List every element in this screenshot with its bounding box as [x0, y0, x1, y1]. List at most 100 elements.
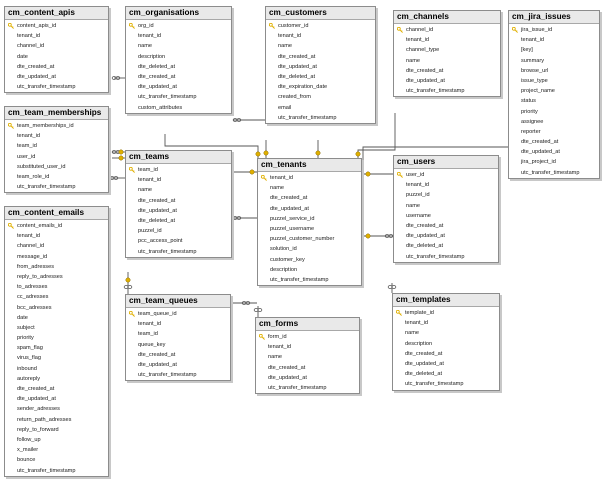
column-row[interactable]: team_role_id	[5, 172, 108, 182]
column-row[interactable]: utc_transfer_timestamp	[126, 247, 231, 257]
column-row[interactable]: dte_updated_at	[394, 76, 500, 86]
column-row[interactable]: bounce	[5, 455, 108, 465]
column-row[interactable]: tenant_id	[5, 31, 108, 41]
column-row[interactable]: dte_updated_at	[393, 359, 499, 369]
column-row[interactable]: puzzel_id	[394, 190, 498, 200]
column-row[interactable]: utc_transfer_timestamp	[5, 82, 108, 92]
column-row[interactable]: description	[258, 265, 361, 275]
column-row-primary-key[interactable]: team_memberships_id	[5, 121, 108, 131]
column-row[interactable]: dte_created_at	[126, 72, 231, 82]
column-row[interactable]: utc_transfer_timestamp	[394, 86, 500, 96]
column-row[interactable]: virus_flag	[5, 353, 108, 363]
column-row[interactable]: date	[5, 52, 108, 62]
column-row[interactable]: date	[5, 313, 108, 323]
column-row[interactable]: dte_created_at	[266, 52, 375, 62]
column-row[interactable]: status	[509, 96, 599, 106]
column-row[interactable]: dte_created_at	[5, 384, 108, 394]
column-row[interactable]: dte_deleted_at	[266, 72, 375, 82]
column-row[interactable]: issue_type	[509, 76, 599, 86]
column-row[interactable]: priority	[509, 107, 599, 117]
column-row[interactable]: tenant_id	[394, 35, 500, 45]
column-row[interactable]: email	[266, 103, 375, 113]
column-row[interactable]: priority	[5, 333, 108, 343]
column-row[interactable]: x_mailer	[5, 445, 108, 455]
column-row[interactable]: subject	[5, 323, 108, 333]
column-row-primary-key[interactable]: form_id	[256, 332, 359, 342]
column-row[interactable]: name	[266, 41, 375, 51]
column-row[interactable]: reply_to_forward	[5, 425, 108, 435]
column-row[interactable]: name	[126, 185, 231, 195]
column-row[interactable]: user_id	[5, 152, 108, 162]
column-row[interactable]: utc_transfer_timestamp	[258, 275, 361, 285]
column-row[interactable]: dte_created_at	[509, 137, 599, 147]
column-row-primary-key[interactable]: content_emails_id	[5, 221, 108, 231]
column-row[interactable]: spam_flag	[5, 343, 108, 353]
column-row[interactable]: dte_created_at	[126, 350, 230, 360]
column-row[interactable]: jira_project_id	[509, 157, 599, 167]
column-row[interactable]: dte_created_at	[394, 221, 498, 231]
column-row[interactable]: dte_deleted_at	[393, 369, 499, 379]
column-row[interactable]: tenant_id	[126, 175, 231, 185]
column-row[interactable]: tenant_id	[266, 31, 375, 41]
column-row[interactable]: dte_created_at	[393, 349, 499, 359]
column-row[interactable]: utc_transfer_timestamp	[126, 92, 231, 102]
column-row[interactable]: utc_transfer_timestamp	[266, 113, 375, 123]
column-row[interactable]: custom_attributes	[126, 103, 231, 113]
column-row[interactable]: utc_transfer_timestamp	[256, 383, 359, 393]
column-row[interactable]: utc_transfer_timestamp	[126, 370, 230, 380]
column-row-primary-key[interactable]: team_queue_id	[126, 309, 230, 319]
column-row[interactable]: bcc_adresses	[5, 303, 108, 313]
column-row[interactable]: tenant_id	[393, 318, 499, 328]
column-row[interactable]: tenant_id	[126, 319, 230, 329]
column-row[interactable]: tenant_id	[394, 180, 498, 190]
column-row[interactable]: channel_type	[394, 45, 500, 55]
column-row[interactable]: description	[393, 339, 499, 349]
column-row[interactable]: cc_adresses	[5, 292, 108, 302]
column-row[interactable]: autoreply	[5, 374, 108, 384]
column-row[interactable]: dte_updated_at	[509, 147, 599, 157]
column-row[interactable]: summary	[509, 56, 599, 66]
column-row[interactable]: pcc_access_point	[126, 236, 231, 246]
column-row-primary-key[interactable]: org_id	[126, 21, 231, 31]
column-row[interactable]: tenant_id	[5, 231, 108, 241]
column-row[interactable]: dte_created_at	[258, 193, 361, 203]
column-row[interactable]: dte_updated_at	[126, 206, 231, 216]
column-row[interactable]: channel_id	[5, 241, 108, 251]
column-row[interactable]: inbound	[5, 364, 108, 374]
column-row-primary-key[interactable]: customer_id	[266, 21, 375, 31]
column-row-primary-key[interactable]: content_apis_id	[5, 21, 108, 31]
column-row[interactable]: assignee	[509, 117, 599, 127]
column-row[interactable]: name	[394, 201, 498, 211]
column-row[interactable]: name	[126, 41, 231, 51]
column-row[interactable]: dte_deleted_at	[394, 241, 498, 251]
column-row[interactable]: customer_key	[258, 255, 361, 265]
column-row[interactable]: created_from	[266, 92, 375, 102]
column-row[interactable]: browse_url	[509, 66, 599, 76]
column-row[interactable]: reporter	[509, 127, 599, 137]
column-row-primary-key[interactable]: channel_id	[394, 25, 500, 35]
column-row[interactable]: utc_transfer_timestamp	[5, 182, 108, 192]
column-row[interactable]: utc_transfer_timestamp	[393, 379, 499, 389]
column-row[interactable]: dte_expiration_date	[266, 82, 375, 92]
column-row[interactable]: dte_updated_at	[394, 231, 498, 241]
column-row[interactable]: tenant_id	[126, 31, 231, 41]
column-row[interactable]: reply_to_adresses	[5, 272, 108, 282]
column-row[interactable]: team_id	[5, 141, 108, 151]
column-row-primary-key[interactable]: tenant_id	[258, 173, 361, 183]
column-row-primary-key[interactable]: user_id	[394, 170, 498, 180]
column-row[interactable]: to_adresses	[5, 282, 108, 292]
column-row[interactable]: sender_adresses	[5, 404, 108, 414]
column-row[interactable]: dte_deleted_at	[126, 216, 231, 226]
column-row[interactable]: team_id	[126, 329, 230, 339]
